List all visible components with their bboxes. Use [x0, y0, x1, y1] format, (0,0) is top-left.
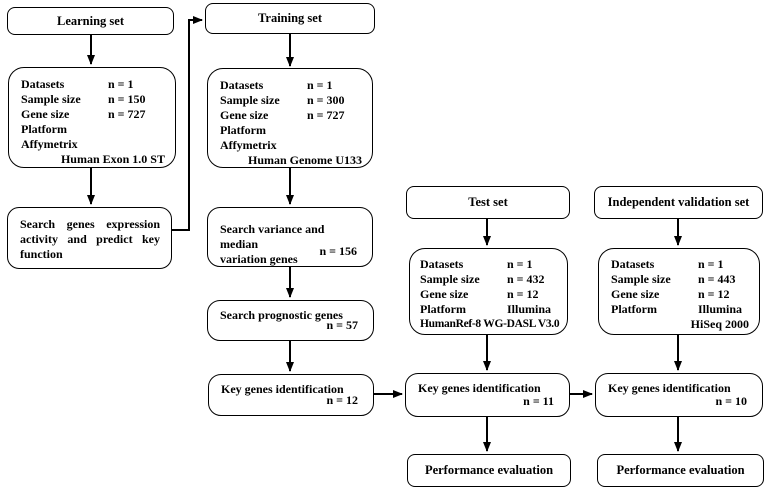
- data-row: Sample size n = 150: [21, 92, 165, 107]
- key-genes-box-validation: Key genes identification n = 10: [595, 373, 763, 417]
- step-line: variation genes: [220, 252, 298, 266]
- data-row: Sample size n = 443: [611, 272, 749, 287]
- data-row: Gene size n = 727: [220, 108, 362, 123]
- platform-detail: Human Exon 1.0 ST: [60, 152, 165, 166]
- field-label: Platform: [21, 122, 67, 136]
- field-value: n = 12: [698, 287, 730, 301]
- data-row: Platform Illumina: [420, 302, 557, 317]
- step-line: Search prognostic genes: [220, 308, 343, 322]
- step-line: Key genes identification: [221, 382, 344, 396]
- field-label: Datasets: [21, 77, 65, 91]
- arrow-process-to-training-header: [172, 16, 203, 231]
- learning-set-title: Learning set: [56, 13, 124, 28]
- process-line: Search genes expression: [20, 217, 160, 231]
- learning-set-header: Learning set: [7, 7, 174, 35]
- field-value: n = 12: [507, 287, 539, 301]
- field-value: n = 727: [108, 107, 146, 121]
- n-count: n = 10: [715, 394, 747, 408]
- field-label: Gene size: [611, 287, 660, 301]
- field-value: n = 727: [307, 108, 345, 122]
- data-row: Gene size n = 12: [611, 287, 749, 302]
- key-genes-box-test: Key genes identification n = 11: [405, 373, 570, 417]
- field-value: n = 300: [307, 93, 345, 107]
- field-label: Gene size: [21, 107, 70, 121]
- learning-dataset-box: Datasets n = 1 Sample size n = 150 Gene …: [8, 67, 176, 168]
- field-label: Platform: [420, 302, 466, 316]
- search-prognostic-box: Search prognostic genes n = 57: [207, 300, 374, 341]
- field-label: Gene size: [420, 287, 469, 301]
- field-value: [108, 137, 165, 152]
- field-label: Datasets: [420, 257, 464, 271]
- performance-evaluation-label: Performance evaluation: [616, 463, 745, 477]
- process-line: activity and predict key: [20, 232, 160, 246]
- validation-set-title: Independent validation set: [607, 195, 750, 209]
- platform-detail: HiSeq 2000: [690, 317, 749, 331]
- field-label: Affymetrix: [21, 137, 78, 151]
- field-value: n = 1: [698, 257, 724, 271]
- training-dataset-box: Datasets n = 1 Sample size n = 300 Gene …: [207, 68, 373, 168]
- field-value: Illumina: [507, 302, 552, 316]
- field-value: n = 1: [108, 77, 134, 91]
- data-row: Affymetrix: [220, 138, 362, 153]
- platform-detail: Human Genome U133: [248, 153, 362, 167]
- test-set-title: Test set: [468, 195, 508, 209]
- data-row: Affymetrix: [21, 137, 165, 152]
- search-variance-box: Search variance and median variation gen…: [207, 207, 373, 267]
- validation-dataset-box: Datasets n = 1 Sample size n = 443 Gene …: [598, 248, 760, 335]
- data-row: Gene size n = 727: [21, 107, 165, 122]
- data-row: Platform: [220, 123, 362, 138]
- test-set-header: Test set: [406, 186, 570, 219]
- data-row: Datasets n = 1: [21, 77, 165, 92]
- field-label: Sample size: [420, 272, 480, 286]
- field-value: n = 150: [108, 92, 146, 106]
- n-count: n = 57: [326, 318, 358, 332]
- data-row: Datasets n = 1: [220, 78, 362, 93]
- key-genes-box-training: Key genes identification n = 12: [208, 374, 374, 416]
- n-count: n = 11: [523, 394, 554, 408]
- training-set-header: Training set: [205, 3, 375, 34]
- n-count: n = 156: [319, 244, 357, 258]
- platform-detail: HumanRef-8 WG-DASL V3.0: [420, 318, 560, 330]
- field-label: Datasets: [220, 78, 264, 92]
- field-label: Platform: [220, 123, 266, 137]
- field-label: Platform: [611, 302, 657, 316]
- field-label: Sample size: [611, 272, 671, 286]
- data-row: Sample size n = 300: [220, 93, 362, 108]
- test-dataset-box: Datasets n = 1 Sample size n = 432 Gene …: [409, 248, 568, 335]
- step-line: Search variance and median: [220, 222, 325, 251]
- field-value: n = 1: [307, 78, 333, 92]
- field-value: n = 432: [507, 272, 545, 286]
- validation-set-header: Independent validation set: [594, 186, 763, 219]
- data-row: Sample size n = 432: [420, 272, 557, 287]
- field-value: n = 1: [507, 257, 533, 271]
- data-row: Gene size n = 12: [420, 287, 557, 302]
- performance-evaluation-label: Performance evaluation: [424, 463, 554, 477]
- data-row: Datasets n = 1: [611, 257, 749, 272]
- step-line: Key genes identification: [418, 381, 541, 395]
- training-set-title: Training set: [257, 11, 322, 25]
- field-value: [108, 122, 165, 137]
- data-row: Platform Illumina: [611, 302, 749, 317]
- performance-evaluation-box-test: Performance evaluation: [407, 454, 571, 487]
- data-row: Datasets n = 1: [420, 257, 557, 272]
- n-count: n = 12: [326, 393, 358, 407]
- process-line: function: [20, 247, 63, 261]
- field-label: Datasets: [611, 257, 655, 271]
- field-label: Affymetrix: [220, 138, 277, 152]
- field-label: Sample size: [220, 93, 280, 107]
- field-label: Gene size: [220, 108, 269, 122]
- field-value: Illumina: [698, 302, 743, 316]
- field-value: [307, 138, 362, 153]
- performance-evaluation-box-validation: Performance evaluation: [597, 454, 764, 487]
- data-row: Platform: [21, 122, 165, 137]
- field-value: [307, 123, 362, 138]
- search-genes-process-box: Search genes expression activity and pre…: [7, 207, 172, 269]
- field-value: n = 443: [698, 272, 736, 286]
- step-line: Key genes identification: [608, 381, 731, 395]
- field-label: Sample size: [21, 92, 81, 106]
